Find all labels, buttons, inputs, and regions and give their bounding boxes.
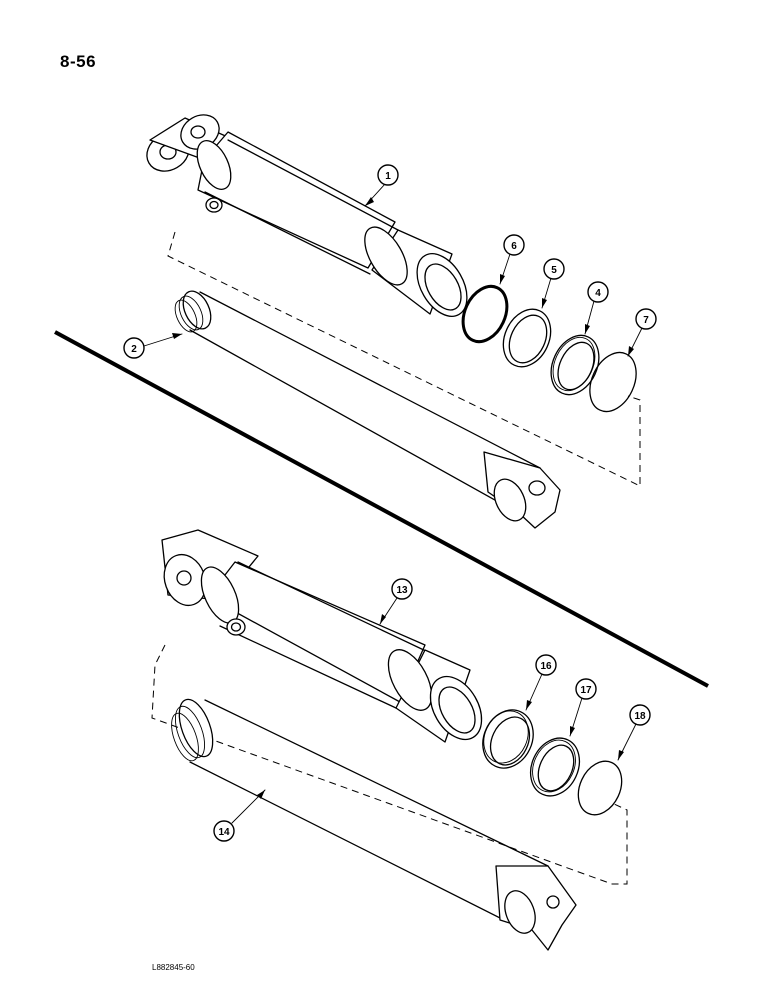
callout-16: 16 xyxy=(525,654,557,711)
callout-label-17: 17 xyxy=(580,685,592,696)
backup-ring-lower xyxy=(482,709,534,769)
callout-label-2: 2 xyxy=(131,344,137,355)
backup-ring-upper xyxy=(502,308,552,368)
callout-7: 7 xyxy=(627,308,657,357)
callout-label-14: 14 xyxy=(218,827,230,838)
callout-1: 1 xyxy=(364,164,399,207)
wiper-ring-lower xyxy=(577,760,623,816)
callout-4: 4 xyxy=(584,281,609,335)
callout-label-6: 6 xyxy=(511,241,517,252)
callout-18: 18 xyxy=(617,704,651,761)
seal-ring-upper xyxy=(550,334,600,396)
callout-label-4: 4 xyxy=(595,288,601,299)
callout-13: 13 xyxy=(379,578,413,625)
piston-rod-upper xyxy=(174,290,561,529)
o-ring-upper xyxy=(461,284,509,344)
callout-2: 2 xyxy=(123,333,183,359)
cylinder-barrel-lower xyxy=(161,529,483,743)
callout-label-1: 1 xyxy=(385,171,391,182)
piston-rod-lower xyxy=(171,698,577,951)
callout-label-18: 18 xyxy=(634,711,646,722)
callout-6: 6 xyxy=(499,234,525,285)
callout-5: 5 xyxy=(541,258,565,309)
cylinder-barrel-upper xyxy=(146,114,468,317)
callout-label-13: 13 xyxy=(396,585,408,596)
callout-17: 17 xyxy=(569,678,597,737)
wiper-ring-upper xyxy=(589,351,637,413)
callout-label-5: 5 xyxy=(551,265,557,276)
assembly-outline-upper xyxy=(167,231,641,487)
figure-code: L882845-60 xyxy=(152,963,195,972)
page-number: 8-56 xyxy=(60,52,97,71)
callout-14: 14 xyxy=(213,789,266,842)
seal-ring-lower xyxy=(529,737,581,797)
callout-label-16: 16 xyxy=(540,661,552,672)
divider-line xyxy=(54,330,709,688)
assembly-outline-lower xyxy=(151,644,628,885)
callout-label-7: 7 xyxy=(643,315,649,326)
